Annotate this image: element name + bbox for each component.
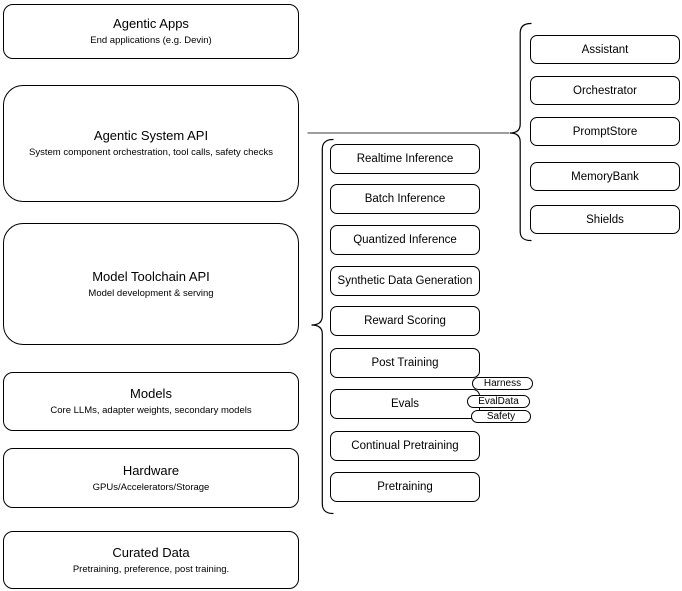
component-box-memorybank: MemoryBank bbox=[530, 162, 680, 191]
layer-subtitle: End applications (e.g. Devin) bbox=[90, 35, 212, 46]
curly-brace-system-components bbox=[509, 22, 532, 242]
pill-label: EvalData bbox=[478, 395, 519, 407]
layer-box-agentic-system-api: Agentic System API System component orch… bbox=[3, 85, 299, 202]
toolchain-box-batch-inference: Batch Inference bbox=[330, 184, 480, 214]
toolchain-box-synthetic-data-generation: Synthetic Data Generation bbox=[330, 266, 480, 296]
component-label: PromptStore bbox=[572, 125, 638, 138]
layer-subtitle: Model development & serving bbox=[88, 287, 214, 299]
toolchain-label: Reward Scoring bbox=[364, 315, 446, 327]
component-box-shields: Shields bbox=[530, 205, 680, 234]
component-label: MemoryBank bbox=[571, 170, 639, 183]
evals-tag-evaldata: EvalData bbox=[467, 395, 530, 408]
toolchain-box-pretraining: Pretraining bbox=[330, 472, 480, 502]
component-box-assistant: Assistant bbox=[530, 35, 680, 64]
layer-subtitle: Core LLMs, adapter weights, secondary mo… bbox=[50, 405, 252, 416]
toolchain-box-post-training: Post Training bbox=[330, 348, 480, 378]
layer-title: Curated Data bbox=[112, 544, 190, 560]
layer-box-hardware: Hardware GPUs/Accelerators/Storage bbox=[3, 448, 299, 508]
layer-title: Hardware bbox=[122, 462, 180, 478]
evals-tag-safety: Safety bbox=[471, 410, 531, 423]
toolchain-label: Pretraining bbox=[377, 481, 433, 493]
toolchain-box-realtime-inference: Realtime Inference bbox=[330, 144, 480, 174]
layer-title: Model Toolchain API bbox=[92, 268, 210, 284]
toolchain-label: Realtime Inference bbox=[356, 153, 454, 165]
layer-box-models: Models Core LLMs, adapter weights, secon… bbox=[3, 372, 299, 431]
layer-box-curated-data: Curated Data Pretraining, preference, po… bbox=[3, 531, 299, 589]
toolchain-box-quantized-inference: Quantized Inference bbox=[330, 225, 480, 255]
toolchain-label: Batch Inference bbox=[364, 193, 446, 205]
toolchain-label: Quantized Inference bbox=[353, 234, 457, 246]
component-label: Orchestrator bbox=[573, 84, 637, 97]
component-label: Assistant bbox=[581, 43, 629, 56]
pill-label: Safety bbox=[486, 410, 516, 422]
layer-title: Models bbox=[130, 386, 172, 401]
toolchain-label: Evals bbox=[390, 398, 420, 410]
toolchain-box-continual-pretraining: Continual Pretraining bbox=[330, 431, 480, 461]
toolchain-label: Continual Pretraining bbox=[351, 440, 459, 452]
component-box-orchestrator: Orchestrator bbox=[530, 76, 680, 105]
toolchain-box-reward-scoring: Reward Scoring bbox=[330, 306, 480, 336]
layer-subtitle: GPUs/Accelerators/Storage bbox=[92, 481, 210, 493]
pill-label: Harness bbox=[483, 377, 522, 389]
toolchain-label: Post Training bbox=[371, 357, 439, 369]
toolchain-label: Synthetic Data Generation bbox=[337, 275, 473, 287]
layer-subtitle: Pretraining, preference, post training. bbox=[72, 563, 230, 575]
layer-box-model-toolchain-api: Model Toolchain API Model development & … bbox=[3, 223, 299, 345]
layer-title: Agentic Apps bbox=[113, 16, 189, 31]
component-box-promptstore: PromptStore bbox=[530, 117, 680, 146]
component-label: Shields bbox=[586, 213, 624, 226]
evals-tag-harness: Harness bbox=[472, 377, 533, 390]
layer-box-agentic-apps: Agentic Apps End applications (e.g. Devi… bbox=[3, 4, 299, 59]
layer-title: Agentic System API bbox=[93, 128, 209, 143]
toolchain-box-evals: Evals bbox=[330, 389, 480, 419]
layer-subtitle: System component orchestration, tool cal… bbox=[29, 147, 273, 158]
